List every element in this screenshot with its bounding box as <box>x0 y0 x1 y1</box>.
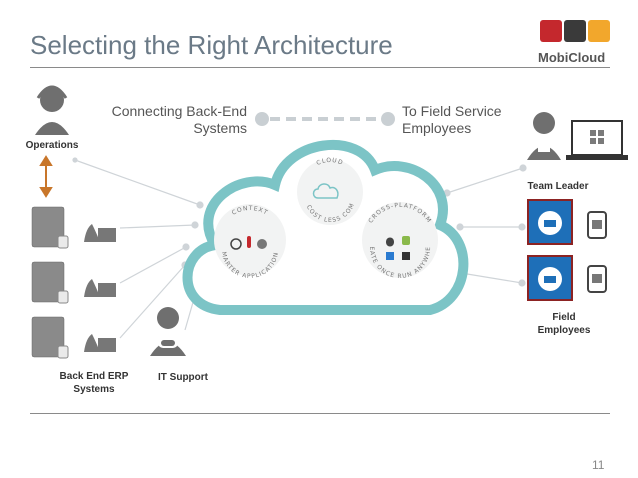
page-title: Selecting the Right Architecture <box>30 30 393 60</box>
cloud-label: CLOUD <box>315 157 344 167</box>
server-icon <box>31 206 65 358</box>
operations-person-icon <box>35 85 69 135</box>
double-arrow-icon <box>39 155 53 198</box>
android-icon <box>402 236 410 245</box>
laptop-icon <box>566 120 628 160</box>
windows-icon <box>386 252 394 260</box>
logo-text: MobiCloud <box>538 50 606 65</box>
header-divider <box>30 67 610 68</box>
thermometer-icon <box>247 236 251 248</box>
field-employees-label: Field Employees <box>537 312 591 336</box>
apple-icon <box>386 237 394 247</box>
connecting-backend-label: Connecting Back-End Systems <box>111 103 247 136</box>
platform-circle <box>362 202 438 278</box>
page-number: 11 <box>592 458 605 472</box>
team-leader-label: Team Leader <box>527 181 589 192</box>
it-support-person-icon <box>150 307 186 356</box>
mobile-device-icon <box>587 211 607 293</box>
connector-right-node <box>381 112 395 126</box>
back-end-erp-label: Back End ERP Systems <box>59 371 129 395</box>
small-cloud-icon <box>312 183 339 199</box>
field-employee-icon <box>527 199 573 301</box>
connector-left-node <box>255 112 269 126</box>
context-label: CONTEXT <box>231 205 270 217</box>
operations-label: Operations <box>25 140 79 151</box>
it-support-label: IT Support <box>158 372 208 383</box>
cloud-circle <box>297 159 363 225</box>
field-service-label: To Field Service Employees <box>402 103 502 136</box>
footer-divider <box>30 413 610 414</box>
firewall-icon <box>84 224 116 352</box>
phone-icon <box>540 20 562 42</box>
camera-icon <box>257 239 267 249</box>
tools-icon <box>564 20 586 42</box>
cloud-icon <box>588 20 610 42</box>
team-leader-person-icon <box>527 112 561 160</box>
clock-icon <box>230 238 242 250</box>
blackberry-icon <box>402 252 410 260</box>
